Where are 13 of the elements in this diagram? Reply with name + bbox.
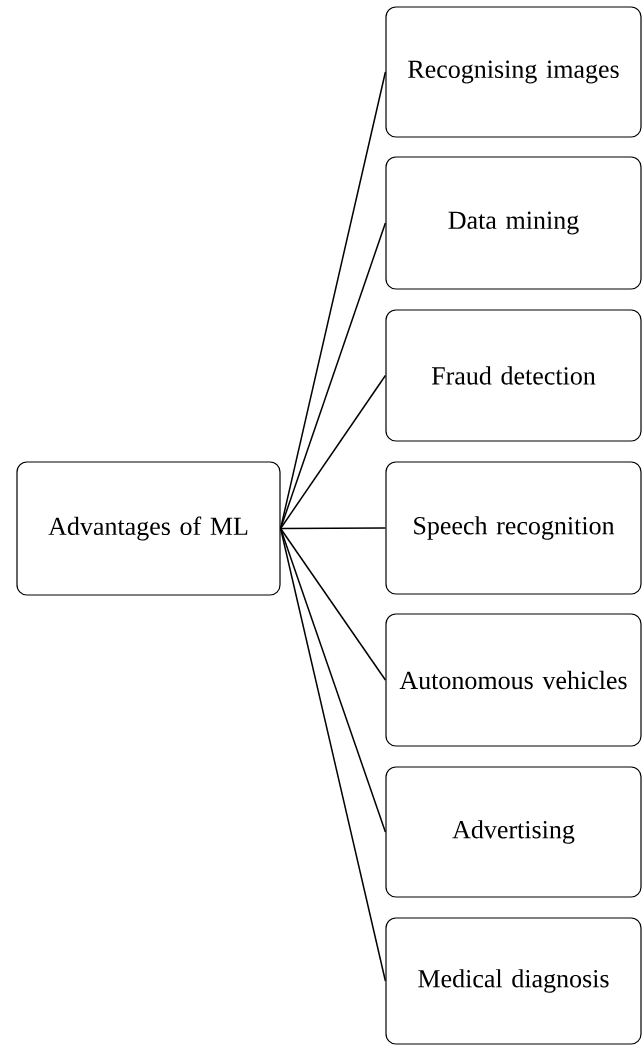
text-box: Fraud detection <box>385 309 642 442</box>
text-box: Autonomous vehicles <box>385 613 642 747</box>
text-box: Speech recognition <box>385 461 642 595</box>
text-box: Data mining <box>385 156 642 290</box>
connector-line <box>279 527 387 681</box>
text-box: Recognising images <box>385 6 642 138</box>
text-box: Advertising <box>385 766 642 898</box>
connector-line <box>279 374 387 530</box>
text-box: Medical diagnosis <box>385 917 642 1045</box>
connector-line <box>279 527 387 530</box>
text-box: Advantages of ML <box>16 461 281 596</box>
connector-line <box>279 222 387 530</box>
connector-line <box>279 527 387 982</box>
